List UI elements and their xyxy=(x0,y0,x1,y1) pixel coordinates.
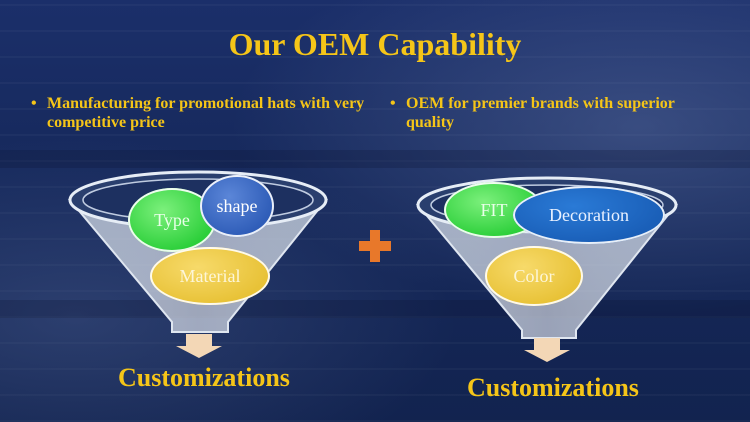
bubble-decoration: Decoration xyxy=(513,186,665,244)
right-customizations-label: Customizations xyxy=(467,373,639,402)
bubble-color: Color xyxy=(485,246,583,306)
bullet-left: • Manufacturing for promotional hats wit… xyxy=(31,94,367,132)
down-arrow-icon xyxy=(524,338,570,362)
bullet-left-text: Manufacturing for promotional hats with … xyxy=(47,95,365,131)
bubble-shape: shape xyxy=(200,175,274,237)
bullet-marker: • xyxy=(31,95,37,112)
slide-title: Our OEM Capability xyxy=(228,26,522,62)
bubble-material: Material xyxy=(150,247,270,305)
shelf-shadow xyxy=(0,150,750,168)
left-customizations-label: Customizations xyxy=(118,363,290,392)
bullet-right: • OEM for premier brands with superior q… xyxy=(390,94,706,132)
bullet-marker: • xyxy=(390,95,396,112)
bullet-right-text: OEM for premier brands with superior qua… xyxy=(406,95,675,131)
plus-icon-vertical xyxy=(370,230,380,262)
down-arrow-icon xyxy=(176,334,222,358)
